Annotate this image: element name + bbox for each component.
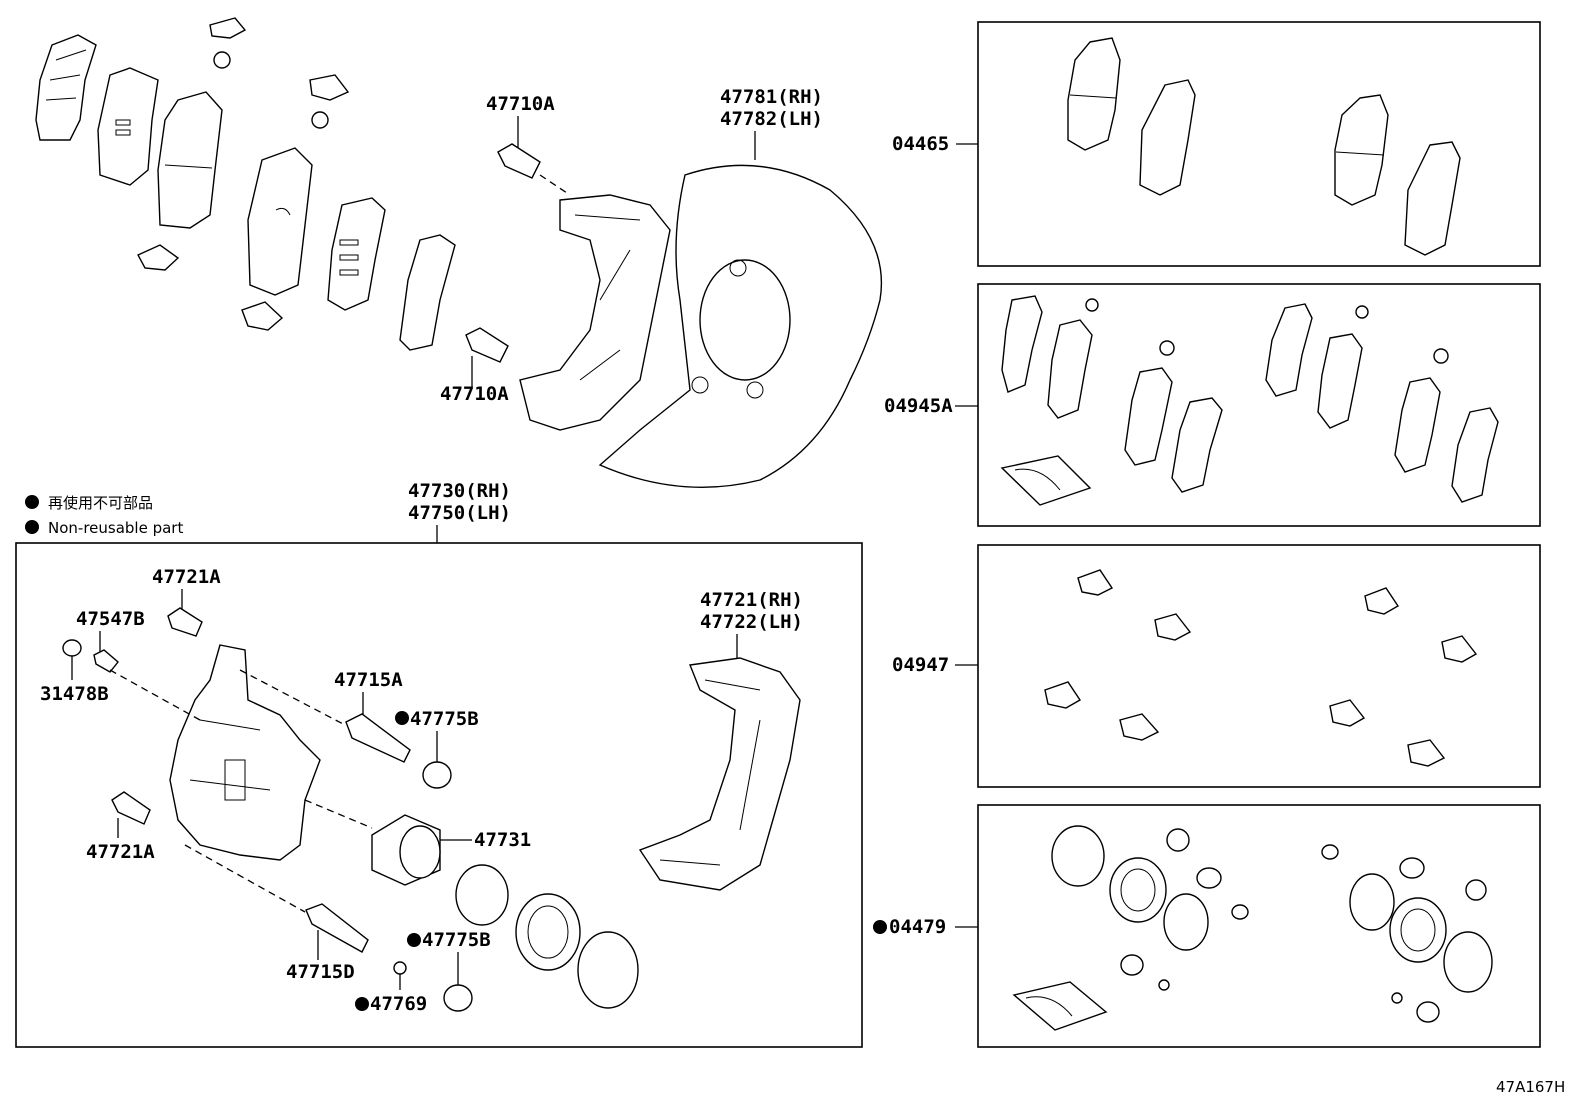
kit-label-04479: 04479 <box>889 916 946 938</box>
piston-seal-icon <box>515 893 581 971</box>
part-label-47730-rh: 47730(RH) <box>408 480 511 502</box>
legend: 再使用不可部品 Non-reusable part <box>25 494 183 537</box>
caliper-assembly-group: 47730(RH) 47750(LH) 47721A 47547B 31478B… <box>15 480 863 1048</box>
part-label-47731: 47731 <box>474 829 531 851</box>
part-label-47721a-top: 47721A <box>152 566 221 588</box>
boot-icon <box>443 984 473 1012</box>
legend-english: Non-reusable part <box>48 519 183 537</box>
non-reusable-marker-icon <box>407 933 421 947</box>
clip-kit-box <box>977 544 1541 788</box>
kit-label-04947: 04947 <box>892 654 949 676</box>
seal-kit-box <box>977 804 1541 1048</box>
part-label-47775b-upper: 47775B <box>410 708 479 730</box>
seal-ring-icon <box>455 864 509 926</box>
part-label-47547b: 47547B <box>76 608 145 630</box>
shim-kit-group: 04945A <box>884 283 1541 527</box>
part-label-47775b-lower: 47775B <box>422 929 491 951</box>
shim-kit-box <box>977 283 1541 527</box>
part-label-47750-lh: 47750(LH) <box>408 502 511 524</box>
part-label-47715d: 47715D <box>286 961 355 983</box>
part-label-31478b: 31478B <box>40 683 109 705</box>
part-label-47710a-top: 47710A <box>486 93 555 115</box>
part-label-47781-rh: 47781(RH) <box>720 86 823 108</box>
diagram-id: 47A167H <box>1496 1078 1565 1096</box>
kit-label-04945a: 04945A <box>884 395 953 417</box>
part-label-47710a-mid: 47710A <box>440 383 509 405</box>
part-label-47715a: 47715A <box>334 669 403 691</box>
kit-label-04465: 04465 <box>892 133 949 155</box>
mounting-bracket-top <box>519 194 671 431</box>
dust-cover-group: 47781(RH) 47782(LH) <box>598 86 883 488</box>
non-reusable-marker-icon <box>25 495 39 509</box>
part-label-47721-rh: 47721(RH) <box>700 589 803 611</box>
legend-japanese: 再使用不可部品 <box>48 494 153 512</box>
non-reusable-marker-icon <box>873 920 887 934</box>
caliper-assembly-box <box>15 542 863 1048</box>
ring-icon <box>393 961 407 975</box>
pad-kit-group: 04465 <box>892 21 1541 267</box>
clip-kit-group: 04947 <box>892 544 1541 788</box>
part-label-47769: 47769 <box>370 993 427 1015</box>
grease-packet-icon <box>1000 455 1092 506</box>
boot-ring-icon <box>577 931 639 1009</box>
cap-icon <box>62 639 82 657</box>
bolt-mid-group: 47710A <box>440 327 509 405</box>
seal-kit-group: 04479 <box>873 804 1541 1048</box>
non-reusable-marker-icon <box>355 997 369 1011</box>
part-label-47721a-bottom: 47721A <box>86 841 155 863</box>
grease-packet-icon <box>1012 981 1108 1031</box>
non-reusable-marker-icon <box>25 520 39 534</box>
boot-icon <box>422 761 452 789</box>
pad-kit-box <box>977 21 1541 267</box>
non-reusable-marker-icon <box>395 711 409 725</box>
part-label-47782-lh: 47782(LH) <box>720 108 823 130</box>
brake-pad-assembly-exploded <box>35 17 456 351</box>
part-label-47722-lh: 47722(LH) <box>700 611 803 633</box>
bolt-top-group: 47710A <box>486 93 571 196</box>
